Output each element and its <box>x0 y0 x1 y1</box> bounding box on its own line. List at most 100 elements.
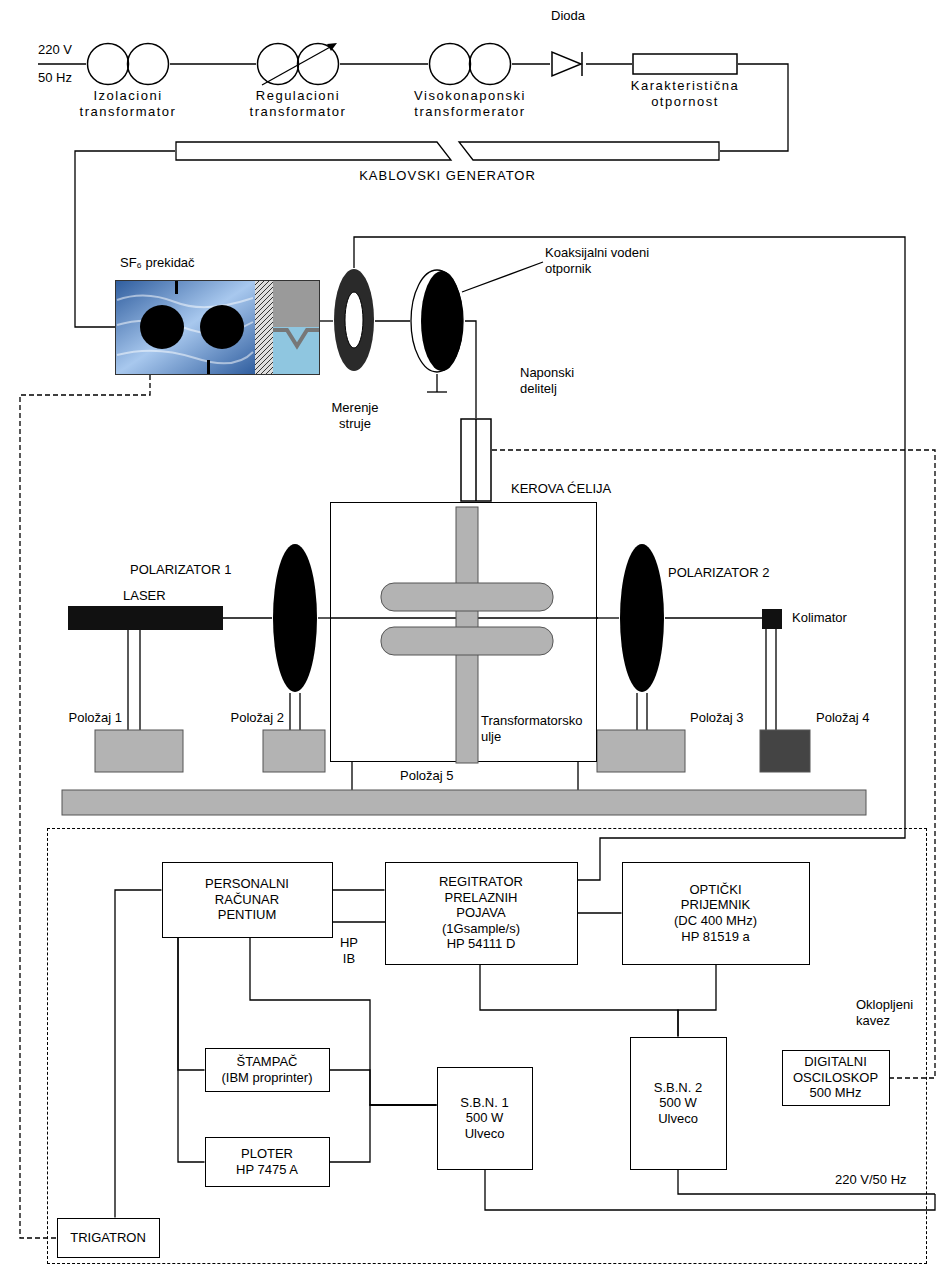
wire-path <box>170 63 256 64</box>
cell-leg <box>351 762 352 790</box>
resistor-symbol: Karakteristična otpornost <box>615 50 755 120</box>
node-text: OPTIČKI PRIJEMNIK <box>666 882 766 913</box>
wire-path <box>320 320 333 321</box>
water-resistor-outline <box>410 268 465 374</box>
node-text: (DC 400 MHz) <box>674 913 757 929</box>
node-text: KEROVA ĆELIJA <box>511 481 631 497</box>
power-wire <box>678 1170 935 1194</box>
node-text: LASER <box>123 588 183 604</box>
wire-connector <box>320 321 333 322</box>
text-label: Položaj 3 <box>690 710 770 726</box>
node-text: PERSONALNI RAČUNAR PENTIUM <box>200 876 295 923</box>
text-label: 50 Hz <box>38 70 98 86</box>
kerr-cell: KEROVA ĆELIJATransformatorsko ulje <box>330 502 597 762</box>
power-box: S.B.N. 1500 WUlveco <box>437 1067 533 1170</box>
node-text: Izolacioni transformator <box>60 88 196 119</box>
wire-connector <box>170 64 256 65</box>
node-text: POLARIZATOR 1 <box>130 562 270 578</box>
node-text: Ulveco <box>658 1111 698 1127</box>
wire-connector <box>597 618 619 619</box>
node-text: Regulacioni transformator <box>230 88 366 119</box>
wire-path <box>333 889 385 890</box>
node-text: S.B.N. 2 <box>654 1080 702 1096</box>
stand-post <box>775 629 776 730</box>
supply-wire <box>38 63 86 64</box>
process-box: DIGITALNI OSCILOSKOP500 MHz <box>782 1050 890 1106</box>
text-label: Položaj 1 <box>40 710 122 726</box>
transformer-symbol-outline <box>256 41 340 87</box>
bus-line <box>333 921 385 922</box>
voltage-divider-outline <box>460 418 492 502</box>
diode-symbol: Dioda <box>540 8 596 83</box>
wire-connector <box>115 890 162 1218</box>
current-ring: Merenje struje <box>315 265 395 440</box>
ground-symbol <box>427 391 447 392</box>
laser: LASER <box>68 588 223 633</box>
wire-connector <box>720 64 788 151</box>
node-text: TRIGATRON <box>70 1230 146 1246</box>
node-text: (IBM proprinter) <box>221 1070 312 1086</box>
wire-path <box>223 617 272 618</box>
wire-connector <box>333 890 385 891</box>
stand-post <box>646 693 647 730</box>
wire-connector <box>223 618 272 619</box>
wire-path <box>480 965 678 1037</box>
current-ring-outline <box>333 268 375 372</box>
stand-base <box>760 730 810 772</box>
node-text: 500 W <box>659 1095 697 1111</box>
wire-connector <box>578 913 622 914</box>
node-text: REGITRATOR PRELAZNIH POJAVA <box>431 874 531 921</box>
node-text: (1Gsample/s) <box>442 921 520 937</box>
node-text: Karakteristična otpornost <box>615 78 755 109</box>
wire-path <box>330 1105 437 1162</box>
node-text: Transformatorsko ulje <box>481 713 593 744</box>
cable-generator-outline <box>175 138 720 164</box>
polarizer-outline <box>272 543 318 693</box>
cable-generator: KABLOVSKI GENERATOR <box>175 138 720 190</box>
node-text: ŠTAMPAČ <box>237 1054 298 1070</box>
wire-path <box>578 912 622 913</box>
wire-connector <box>20 375 150 1238</box>
wire-path <box>178 938 205 1071</box>
collimator-outline <box>762 609 782 629</box>
ground-symbol <box>436 374 437 392</box>
stand-post <box>139 630 140 730</box>
process-box: PERSONALNI RAČUNAR PENTIUM <box>162 862 333 938</box>
cell-leg <box>577 762 578 790</box>
wire-path <box>375 320 410 321</box>
text-label: HP IB <box>337 935 361 966</box>
process-box: REGITRATOR PRELAZNIH POJAVA(1Gsample/s)H… <box>385 862 578 965</box>
wire-connector <box>665 618 762 619</box>
power-wire <box>485 1170 935 1210</box>
stand-base <box>597 730 685 772</box>
wire-path <box>178 938 205 1163</box>
process-box: PLOTERHP 7475 A <box>205 1137 330 1187</box>
wire-connector <box>465 321 476 418</box>
resistor-symbol-outline <box>632 53 738 75</box>
node-text: Visokonaponski transformerator <box>402 88 538 119</box>
stand-base <box>95 730 183 772</box>
wire-connector <box>480 965 678 1037</box>
process-box: TRIGATRON <box>57 1218 160 1258</box>
node-text: DIGITALNI OSCILOSKOP <box>791 1054 881 1085</box>
wire-connector <box>330 1070 437 1105</box>
node-text: Ulveco <box>465 1126 505 1142</box>
wire-connector <box>512 64 550 65</box>
stand-base <box>263 730 325 772</box>
sf6-switch-outline <box>115 280 320 375</box>
process-box: OPTIČKI PRIJEMNIK(DC 400 MHz)HP 81519 a <box>622 862 810 965</box>
collimator: Kolimator <box>760 605 870 635</box>
optical-bench <box>62 790 866 815</box>
wire-path <box>678 965 716 1037</box>
node-text: SF₆ prekidač <box>120 255 270 271</box>
wire-connector <box>178 938 205 1071</box>
node-text: Koaksijalni vodeni otpornik <box>545 245 675 276</box>
wire-path <box>465 321 476 418</box>
wire-path <box>665 617 762 618</box>
power-box: S.B.N. 2500 WUlveco <box>630 1037 727 1170</box>
wire-connector <box>340 64 428 65</box>
node-text: Dioda <box>540 8 596 24</box>
node-text: 500 MHz <box>809 1085 861 1101</box>
wire-connector <box>178 938 205 1163</box>
wire-path <box>597 617 619 618</box>
